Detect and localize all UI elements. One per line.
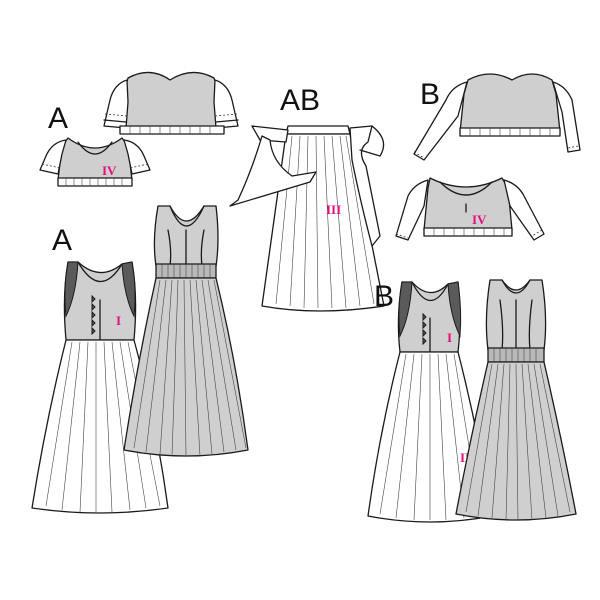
- blouse-b-front: [395, 177, 545, 241]
- apron-ab: [229, 125, 385, 312]
- dress-a-back: [123, 205, 249, 457]
- bodice-buttons: [91, 294, 96, 336]
- blouse-b-back: [413, 73, 581, 161]
- piece-number-skirt-b: II: [460, 450, 470, 465]
- view-label-b-dress: B: [374, 280, 394, 313]
- dress-b-front: [367, 281, 493, 523]
- dress-b-back: [455, 279, 577, 521]
- piece-number-bodice-a: I: [116, 313, 121, 328]
- piece-number-blouse-a: IV: [102, 163, 117, 178]
- view-label-a-dress: A: [52, 224, 72, 257]
- piece-number-bodice-b: I: [447, 330, 452, 345]
- bodice-b-buttons: [422, 312, 427, 346]
- piece-number-blouse-b: IV: [472, 212, 487, 227]
- blouse-a-back: [103, 71, 239, 135]
- view-label-b-blouse: B: [420, 78, 440, 111]
- view-label-a-blouse: A: [48, 102, 68, 135]
- view-label-ab-apron: AB: [280, 84, 320, 117]
- piece-number-apron: III: [326, 202, 341, 217]
- dress-a-front: [31, 261, 169, 514]
- blouse-a-front: [39, 137, 151, 187]
